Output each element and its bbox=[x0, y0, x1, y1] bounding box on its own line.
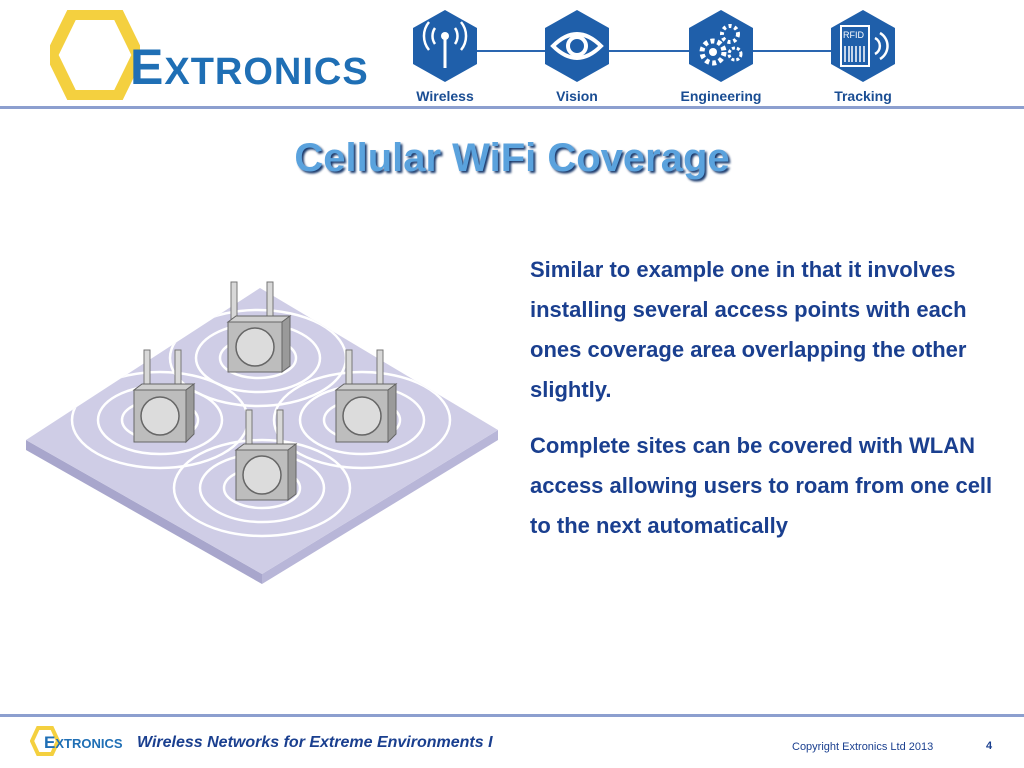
body-text: Similar to example one in that it involv… bbox=[530, 250, 1000, 562]
nav-label-vision: Vision bbox=[556, 88, 598, 104]
header-divider bbox=[0, 106, 1024, 109]
gears-icon bbox=[689, 10, 753, 82]
wifi-coverage-illustration bbox=[20, 270, 510, 590]
nav-item-tracking[interactable]: RFID Tracking bbox=[808, 8, 918, 104]
floor-plate bbox=[26, 288, 498, 574]
footer-divider bbox=[0, 714, 1024, 717]
access-point-left bbox=[132, 349, 196, 444]
access-point-top bbox=[226, 281, 292, 373]
access-point-coverage-diagram bbox=[26, 281, 498, 584]
footer-title: Wireless Networks for Extreme Environmen… bbox=[137, 734, 493, 751]
body-paragraph-1: Similar to example one in that it involv… bbox=[530, 257, 967, 402]
nav-item-vision[interactable]: Vision bbox=[522, 8, 632, 104]
access-point-bottom bbox=[234, 409, 298, 501]
nav-item-wireless[interactable]: Wireless bbox=[390, 8, 500, 104]
nav-label-tracking: Tracking bbox=[834, 88, 892, 104]
floor-side-right bbox=[262, 430, 498, 584]
rfid-tag-icon: RFID bbox=[831, 10, 895, 82]
hexagon-logo-icon bbox=[50, 10, 140, 100]
nav-label-engineering: Engineering bbox=[680, 88, 762, 104]
wireless-antenna-icon bbox=[413, 10, 477, 82]
logo-wordmark: EXTRONICS bbox=[130, 38, 369, 96]
logo-text: XTRONICS bbox=[164, 51, 369, 93]
nav-connector-line bbox=[455, 50, 865, 52]
page-number: 4 bbox=[986, 740, 993, 752]
access-point-right bbox=[334, 349, 398, 444]
footer-logo: EXTRONICS bbox=[30, 726, 123, 756]
footer-logo-wordmark: EXTRONICS bbox=[44, 733, 123, 753]
footer-logo-text: XTRONICS bbox=[55, 736, 123, 751]
footer-logo-initial: E bbox=[44, 733, 56, 752]
copyright-text: Copyright Extronics Ltd 2013 bbox=[792, 741, 934, 753]
floor-side-left bbox=[26, 440, 262, 584]
footer-hexagon-logo-icon bbox=[30, 726, 60, 756]
rfid-badge-text: RFID bbox=[843, 30, 864, 40]
logo-initial: E bbox=[130, 39, 165, 95]
nav-label-wireless: Wireless bbox=[416, 88, 474, 104]
slide-title: Cellular WiFi Coverage bbox=[294, 136, 730, 180]
eye-icon bbox=[545, 10, 609, 82]
body-paragraph-2: Complete sites can be covered with WLAN … bbox=[530, 433, 993, 538]
extronics-logo: EXTRONICS bbox=[50, 10, 368, 100]
nav-item-engineering[interactable]: Engineering bbox=[666, 8, 776, 104]
header-nav: Wireless Vision Engineering RFID bbox=[390, 8, 920, 108]
